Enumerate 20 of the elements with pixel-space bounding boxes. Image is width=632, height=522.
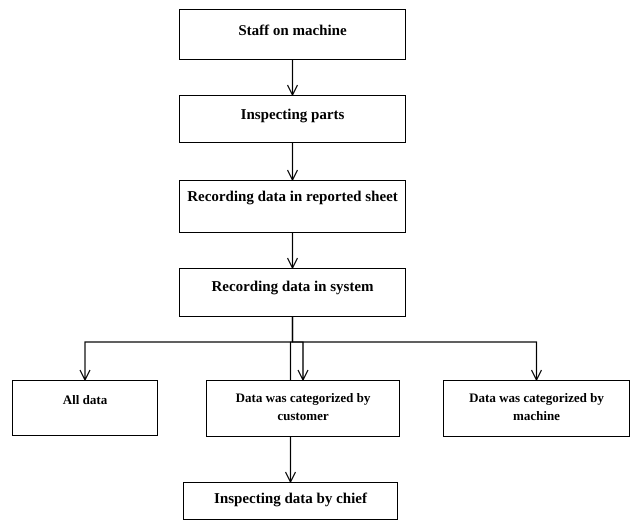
process-box — [179, 180, 406, 233]
box-label: All data — [62, 391, 108, 409]
arrow — [286, 233, 298, 269]
box-label: Inspecting parts — [240, 106, 344, 125]
arrow — [292, 317, 542, 381]
arrow — [286, 60, 298, 96]
process-box — [183, 482, 398, 520]
box-label: Recording data in system — [211, 278, 374, 297]
box-label: Inspecting data by chief — [214, 490, 367, 509]
process-box — [179, 268, 406, 317]
process-box — [12, 380, 158, 436]
process-box — [179, 95, 406, 143]
process-box — [443, 380, 630, 437]
box-label: Data was categorized by machine — [468, 389, 605, 424]
process-box — [206, 380, 400, 437]
box-label: Recording data in reported sheet — [187, 188, 398, 207]
arrow — [286, 143, 298, 181]
box-label: Staff on machine — [238, 22, 347, 41]
process-box — [179, 9, 406, 60]
box-label: Data was categorized by customer — [234, 389, 372, 424]
